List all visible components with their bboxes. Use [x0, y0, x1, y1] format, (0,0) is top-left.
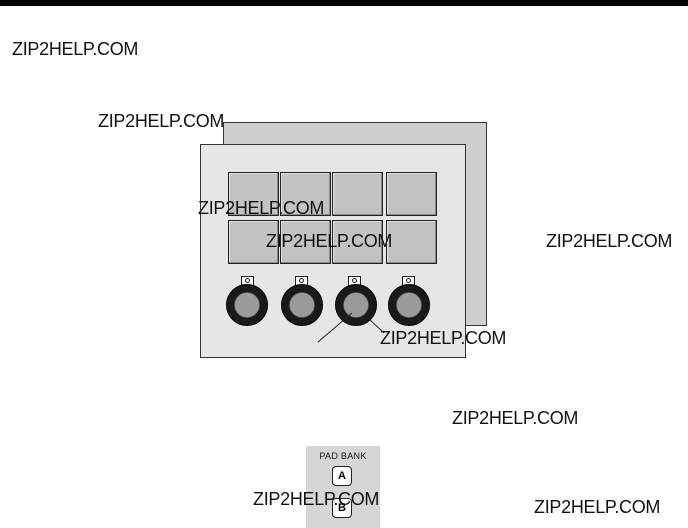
- pad-7[interactable]: [332, 220, 383, 264]
- watermark-text: ZIP2HELP.COM: [380, 328, 507, 348]
- pad-bank-panel: PAD BANK A B: [306, 446, 380, 528]
- controller-panel: [200, 144, 466, 358]
- knob-1[interactable]: [226, 284, 268, 326]
- pad-8[interactable]: [386, 220, 437, 264]
- watermark-text: ZIP2HELP.COM: [546, 231, 673, 251]
- pad-bank-b-button[interactable]: B: [332, 498, 352, 518]
- pad-3[interactable]: [332, 172, 383, 216]
- watermark-text: ZIP2HELP.COM: [198, 198, 325, 218]
- watermark-text: ZIP2HELP.COM: [266, 231, 393, 251]
- knob-3[interactable]: [335, 284, 377, 326]
- pad-2[interactable]: [280, 172, 331, 216]
- pad-4[interactable]: [386, 172, 437, 216]
- watermark-text: ZIP2HELP.COM: [452, 408, 579, 428]
- knob-2[interactable]: [281, 284, 323, 326]
- pad-6[interactable]: [280, 220, 331, 264]
- watermark-text: ZIP2HELP.COM: [534, 497, 661, 517]
- pad-1[interactable]: [228, 172, 279, 216]
- knob-4[interactable]: [388, 284, 430, 326]
- pad-bank-label: PAD BANK: [319, 451, 367, 461]
- watermark-text: ZIP2HELP.COM: [98, 111, 225, 131]
- pad-5[interactable]: [228, 220, 279, 264]
- watermark-text: ZIP2HELP.COM: [253, 489, 380, 509]
- top-rule: [0, 0, 688, 6]
- pad-bank-a-button[interactable]: A: [332, 466, 352, 486]
- watermark-text: ZIP2HELP.COM: [12, 39, 139, 59]
